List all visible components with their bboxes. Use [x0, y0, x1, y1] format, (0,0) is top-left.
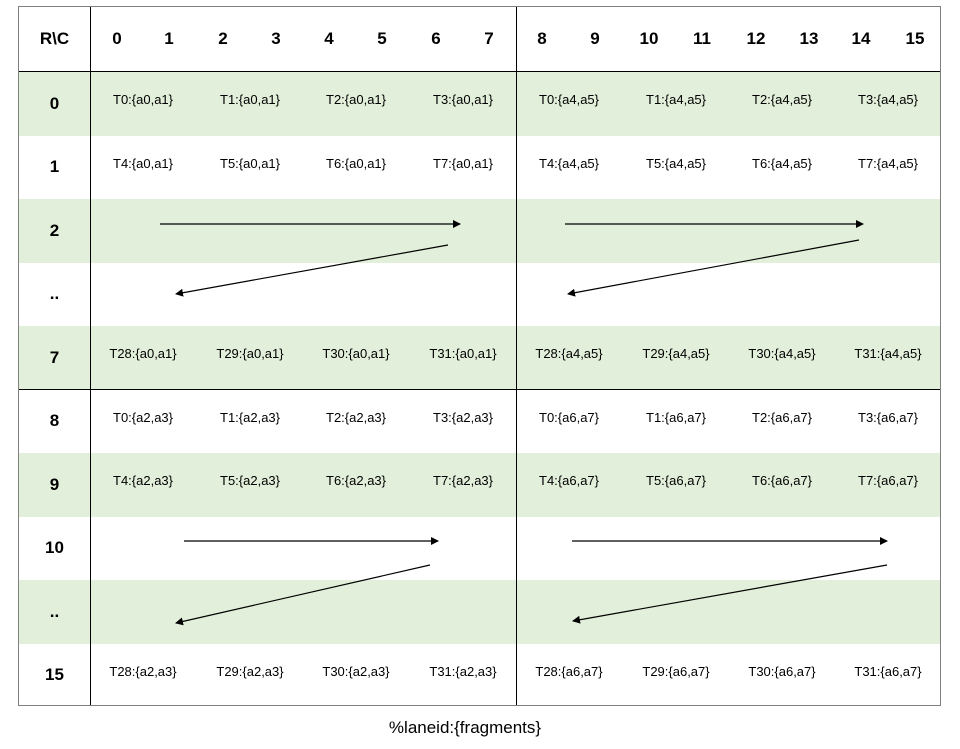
- fragment-cell: T7:{a2,a3}: [433, 473, 493, 488]
- fragment-cell: T29:{a6,a7}: [642, 663, 710, 679]
- table-row: 2: [19, 199, 940, 263]
- fragment-cell: T4:{a4,a5}: [539, 155, 599, 171]
- fragment-cell: T5:{a4,a5}: [646, 155, 706, 171]
- row-header: 8: [49, 411, 60, 431]
- row-header: 2: [49, 220, 60, 240]
- column-header-5: 5: [377, 29, 387, 48]
- fragment-cell: T29:{a0,a1}: [216, 346, 284, 361]
- fragment-cell: T6:{a6,a7}: [752, 473, 812, 488]
- fragment-cell: T3:{a6,a7}: [858, 409, 918, 425]
- fragment-cell: T31:{a0,a1}: [429, 346, 497, 361]
- fragment-cell: T0:{a4,a5}: [539, 92, 599, 107]
- table-row: 15 T28:{a2,a3} T29:{a2,a3} T30:{a2,a3} T31:{…: [19, 644, 940, 708]
- fragment-cell: T4:{a0,a1}: [113, 155, 173, 171]
- fragment-cell: T29:{a4,a5}: [642, 346, 710, 361]
- fragment-cell: T28:{a0,a1}: [109, 346, 177, 361]
- column-header-4: 4: [324, 29, 334, 48]
- corner-label: R\C: [39, 29, 70, 48]
- row-header: 1: [49, 157, 60, 177]
- row-header: ..: [49, 284, 60, 304]
- fragment-cell: T4:{a2,a3}: [113, 473, 173, 488]
- fragment-cell: T5:{a2,a3}: [220, 473, 280, 488]
- fragment-cell: T30:{a4,a5}: [748, 346, 816, 361]
- table-row: ..: [19, 263, 940, 327]
- column-header-15: 15: [905, 29, 925, 48]
- fragment-cell: T7:{a6,a7}: [858, 473, 918, 488]
- table-row: ..: [19, 580, 940, 644]
- fragment-cell: T30:{a0,a1}: [322, 346, 390, 361]
- fragment-cell: T28:{a6,a7}: [535, 663, 603, 679]
- row-header: 10: [45, 538, 64, 558]
- fragment-cell: T2:{a4,a5}: [752, 92, 812, 107]
- fragment-cell: T0:{a2,a3}: [113, 409, 173, 425]
- column-header-12: 12: [746, 29, 766, 48]
- row-header: ..: [49, 601, 60, 621]
- fragment-cell: T28:{a4,a5}: [535, 346, 603, 361]
- fragment-cell: T31:{a2,a3}: [429, 663, 497, 679]
- fragment-cell: T0:{a6,a7}: [539, 409, 599, 425]
- fragment-cell: T6:{a4,a5}: [752, 155, 812, 171]
- fragment-cell: T5:{a6,a7}: [646, 473, 706, 488]
- fragment-cell: T2:{a0,a1}: [326, 92, 386, 107]
- fragment-cell: T2:{a2,a3}: [326, 409, 386, 425]
- fragment-cell: T6:{a0,a1}: [326, 155, 386, 171]
- fragment-cell: T30:{a6,a7}: [748, 663, 816, 679]
- row-header: 15: [45, 665, 64, 685]
- fragment-cell: T2:{a6,a7}: [752, 409, 812, 425]
- fragment-cell: T1:{a6,a7}: [646, 409, 706, 425]
- fragment-cell: T1:{a0,a1}: [220, 92, 280, 107]
- column-header-6: 6: [431, 29, 441, 48]
- fragment-cell: T30:{a2,a3}: [322, 663, 390, 679]
- fragment-cell: T29:{a2,a3}: [216, 663, 284, 679]
- column-header-7: 7: [484, 29, 494, 48]
- fragment-cell: T3:{a0,a1}: [433, 92, 493, 107]
- fragment-cell: T0:{a0,a1}: [113, 92, 173, 107]
- fragment-cell: T28:{a2,a3}: [109, 663, 177, 679]
- column-header-2: 2: [218, 29, 228, 48]
- legend-caption: %laneid:{fragments}: [388, 718, 542, 737]
- fragment-cell: T6:{a2,a3}: [326, 473, 386, 488]
- row-header: 0: [49, 93, 60, 113]
- fragment-cell: T1:{a4,a5}: [646, 92, 706, 107]
- fragment-cell: T7:{a0,a1}: [433, 155, 493, 171]
- column-header-11: 11: [693, 29, 711, 48]
- column-header-1: 1: [164, 29, 174, 48]
- column-group-divider: [516, 7, 517, 705]
- table-row: 0 T0:{a0,a1} T1:{a0,a1} T2:{a0,a1} T3:{a0,a1…: [19, 72, 940, 136]
- column-header-8: 8: [537, 29, 547, 48]
- column-header-13: 13: [799, 29, 819, 48]
- column-header-0: 0: [112, 29, 122, 48]
- table-row: 8 T0:{a2,a3} T1:{a2,a3} T2:{a2,a3} T3:{a2,a3…: [19, 390, 940, 454]
- fragment-cell: T5:{a0,a1}: [220, 155, 280, 171]
- fragment-cell: T3:{a2,a3}: [433, 409, 493, 425]
- fragment-cell: T7:{a4,a5}: [858, 155, 918, 171]
- fragment-cell: T31:{a6,a7}: [854, 663, 922, 679]
- column-header-10: 10: [639, 29, 659, 48]
- fragment-cell: T3:{a4,a5}: [858, 92, 918, 107]
- fragment-cell: T1:{a2,a3}: [220, 409, 280, 425]
- column-header-14: 14: [851, 29, 871, 48]
- column-header-9: 9: [590, 29, 600, 48]
- table-row: 1 T4:{a0,a1} T5:{a0,a1} T6:{a0,a1} T7:{a0,a1…: [19, 136, 940, 200]
- table-row: 9 T4:{a2,a3} T5:{a2,a3} T6:{a2,a3} T7:{a2,a3…: [19, 453, 940, 517]
- fragment-cell: T31:{a4,a5}: [854, 346, 922, 361]
- table-row: 10: [19, 517, 940, 581]
- row-header-divider: [90, 7, 91, 705]
- column-header-3: 3: [271, 29, 281, 48]
- row-group-divider: [19, 388, 940, 390]
- row-header: 7: [49, 347, 60, 367]
- table-row: 7 T28:{a0,a1} T29:{a0,a1} T30:{a0,a1} T31:{a…: [19, 326, 940, 390]
- fragment-cell: T4:{a6,a7}: [539, 473, 599, 488]
- row-header: 9: [49, 474, 60, 494]
